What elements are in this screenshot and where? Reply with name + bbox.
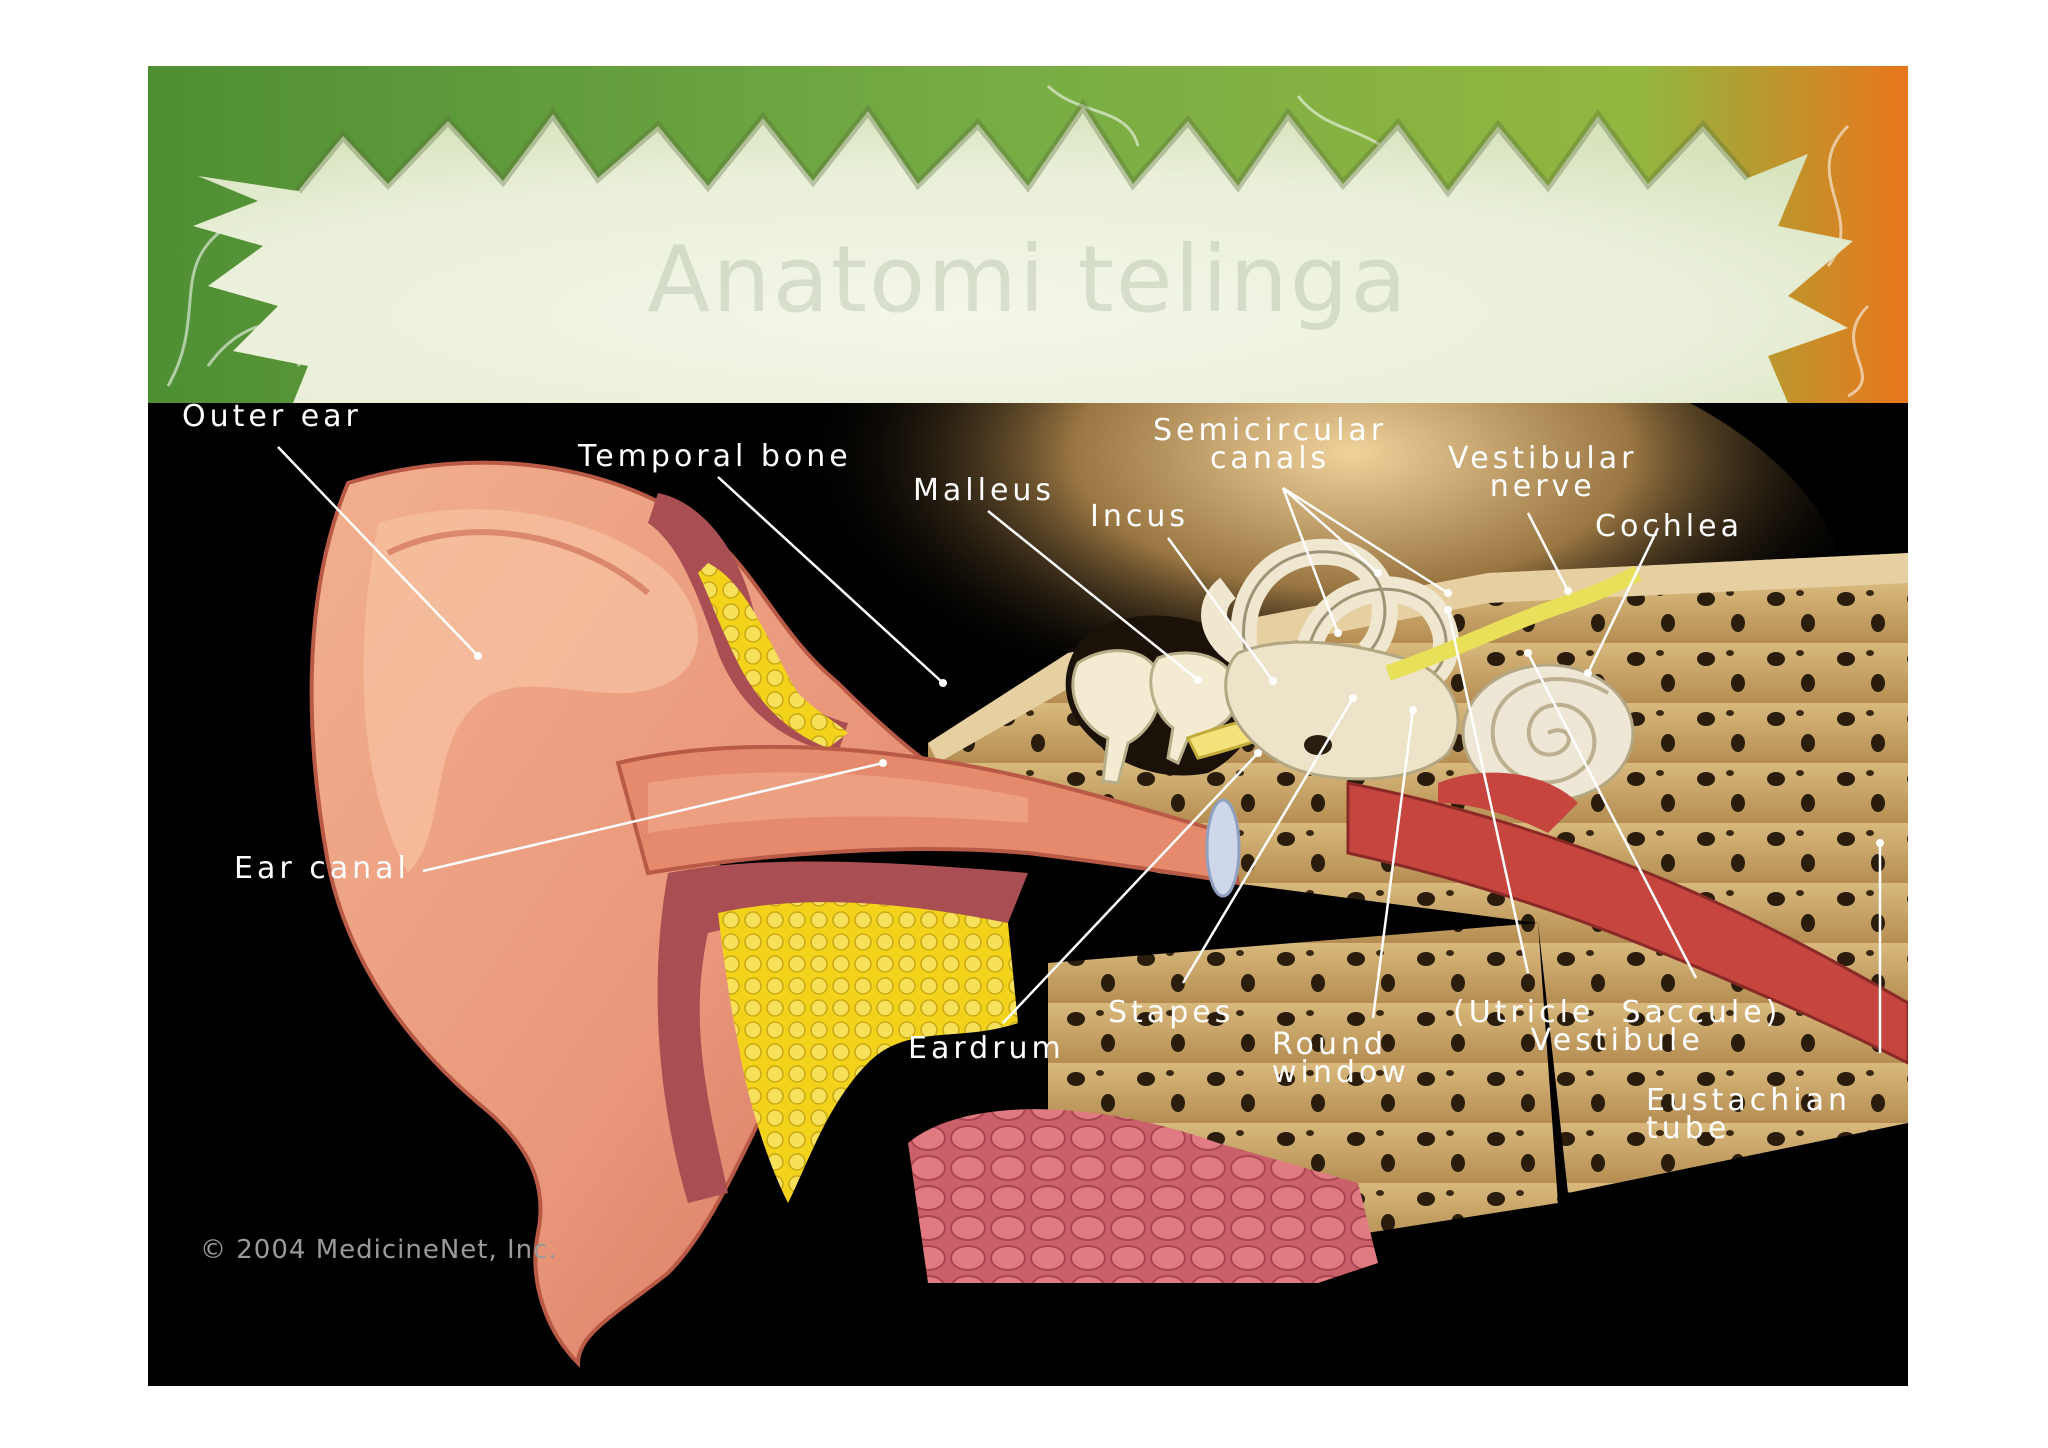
label-ear-canal: Ear canal bbox=[234, 851, 410, 886]
slide-title: Anatomi telinga bbox=[647, 226, 1409, 333]
ear-anatomy-diagram: Outer ear Temporal bone Malleus Incus Se… bbox=[148, 399, 1908, 1386]
label-incus: Incus bbox=[1090, 499, 1189, 534]
label-malleus: Malleus bbox=[913, 473, 1056, 508]
label-stapes: Stapes bbox=[1108, 995, 1235, 1030]
copyright-notice: © 2004 MedicineNet, Inc. bbox=[200, 1235, 558, 1265]
label-eardrum: Eardrum bbox=[908, 1031, 1065, 1066]
label-eustachian-tube: Eustachian tube bbox=[1646, 1083, 1851, 1146]
label-outer-ear: Outer ear bbox=[182, 399, 362, 434]
slide-header: Anatomi telinga bbox=[148, 66, 1908, 403]
round-window-shape bbox=[1304, 735, 1332, 755]
eardrum-membrane bbox=[1205, 798, 1241, 898]
vestibular-nerve-shape bbox=[1385, 565, 1642, 681]
label-semicircular-canals: Semicircular canals bbox=[1153, 413, 1388, 476]
jagged-paper-edge bbox=[193, 106, 1853, 403]
label-cochlea: Cochlea bbox=[1595, 509, 1743, 544]
malleus-bone bbox=[1071, 649, 1163, 785]
eustachian-tube-shape bbox=[1346, 781, 1908, 1065]
header-banner bbox=[148, 66, 1908, 403]
label-round-window: Round window bbox=[1272, 1027, 1410, 1090]
ear-illustration bbox=[277, 403, 1908, 1368]
leader-dots bbox=[474, 569, 1884, 847]
label-vestibular-nerve: Vestibular nerve bbox=[1448, 441, 1638, 504]
label-temporal-bone: Temporal bone bbox=[578, 439, 852, 474]
muscle-tissue bbox=[908, 1109, 1378, 1283]
label-vestibule: (Utricle Saccule) Vestibule bbox=[1453, 995, 1782, 1058]
leader-lines bbox=[277, 446, 1882, 1053]
slide: Anatomi telinga bbox=[148, 66, 1908, 1386]
